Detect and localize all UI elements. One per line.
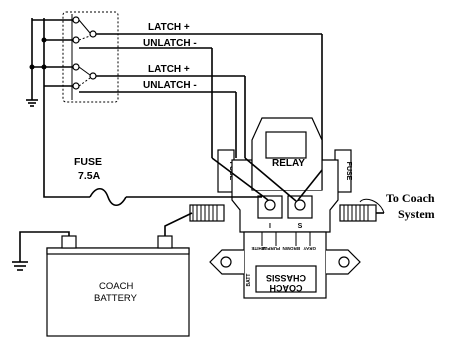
lower-switch-leads: LATCH + UNLATCH - [79,64,246,158]
battery-body [46,247,190,337]
coach-arrow [359,198,385,214]
switch-link [78,35,91,41]
switch-contact [89,30,97,38]
wire-white-label: WHITE [252,246,267,251]
lower-latch-label: LATCH + [148,64,190,75]
fuse-icon [89,187,127,207]
latch-wire-lower [244,157,297,202]
fuse-circuit: FUSE 7.5A [43,156,202,207]
battery-disconnect-relay: FUSE FUSE RELAY I S WHITE PURPLE BROW [189,117,377,299]
unlatch-wire-upper [211,157,269,201]
chassis-tag-line-2: CHASSIS [266,273,306,283]
stud-thread [192,205,218,221]
wire-gray-label: GRAY [303,246,316,251]
switch-link [78,77,91,87]
switch-contact [72,16,80,24]
relay-cap [265,131,307,159]
battery-ground-wire [19,231,70,262]
right-stud [339,204,377,222]
battery-lid [46,247,190,255]
battery-positive-cable [164,212,193,236]
switch-contact [89,72,97,80]
switch-wiring [26,18,73,190]
to-coach-line-2: System [398,207,435,221]
left-stud [189,204,225,222]
lower-unlatch-label: UNLATCH - [143,80,197,91]
switch-contact [72,63,80,71]
battery-post-positive [157,235,173,249]
junction-dot [29,64,35,70]
latch-wire-upper [297,169,323,201]
upper-switch-leads: LATCH + UNLATCH - [79,22,323,170]
stud-thread [343,205,369,221]
chassis-tag [255,265,317,293]
wire-brown-label: BROWN [283,246,301,251]
switch-blade [78,19,91,34]
switch-blade [78,66,91,76]
battery-label-line-1: COACH [99,281,133,292]
upper-unlatch-label: UNLATCH - [143,38,197,49]
terminal-i-label: I [269,223,271,230]
relay-label: RELAY [272,158,305,169]
wire-purple-label: PURPLE [262,246,280,251]
coach-battery: COACH BATTERY [12,212,193,337]
coach-system-lead: To Coach System [359,191,435,221]
upper-latch-label: LATCH + [148,22,190,33]
fuse-label: FUSE [74,156,102,168]
fuse-rating: 7.5A [78,170,101,182]
battery-post-negative [61,235,77,249]
junction-dot [41,37,47,43]
relay-side-mark: BATT [246,274,252,287]
terminal-nut [264,199,276,211]
terminal-s-label: S [298,223,303,230]
switch-contact [72,82,80,90]
to-coach-line-1: To Coach [386,191,435,205]
junction-dot [41,64,47,70]
terminal-nut [294,199,306,211]
battery-label-line-2: BATTERY [94,293,138,304]
chassis-tag-line-1: COACH [270,283,303,293]
latch-switch [62,11,119,103]
right-fuse-label: FUSE [345,162,352,181]
feed-wire [43,190,90,198]
switch-outline [62,11,119,103]
mount-hole [338,256,350,268]
mount-hole [220,256,232,268]
switch-contact [72,36,80,44]
